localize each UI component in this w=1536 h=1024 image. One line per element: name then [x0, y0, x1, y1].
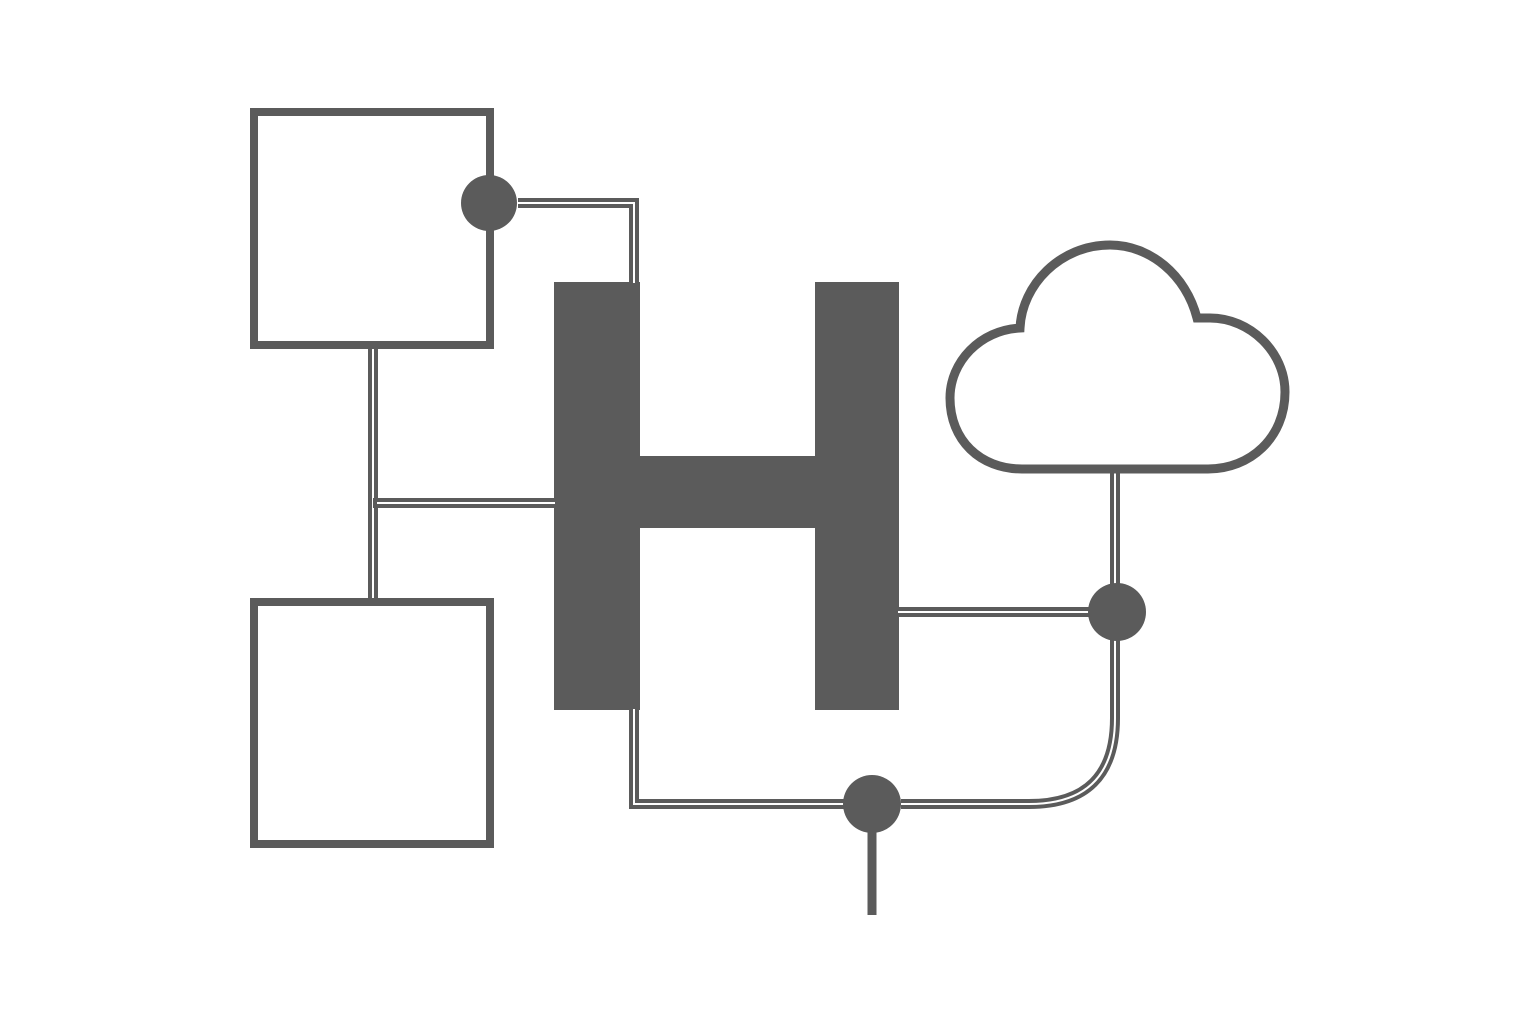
- junction-top-node: [461, 175, 517, 231]
- box-top-left: [250, 108, 494, 349]
- box-bottom-left: [250, 598, 494, 848]
- cloud-icon: [945, 240, 1290, 474]
- connections: [368, 198, 1120, 915]
- connector-junction-top-to-h: [518, 198, 639, 283]
- central-h-logo: [554, 282, 899, 710]
- connector-h-to-junction-bottom: [629, 709, 845, 809]
- connector-junction-right-to-bottom: [901, 640, 1120, 809]
- junction-bottom-node: [843, 775, 901, 833]
- junction-right-node: [1088, 583, 1146, 641]
